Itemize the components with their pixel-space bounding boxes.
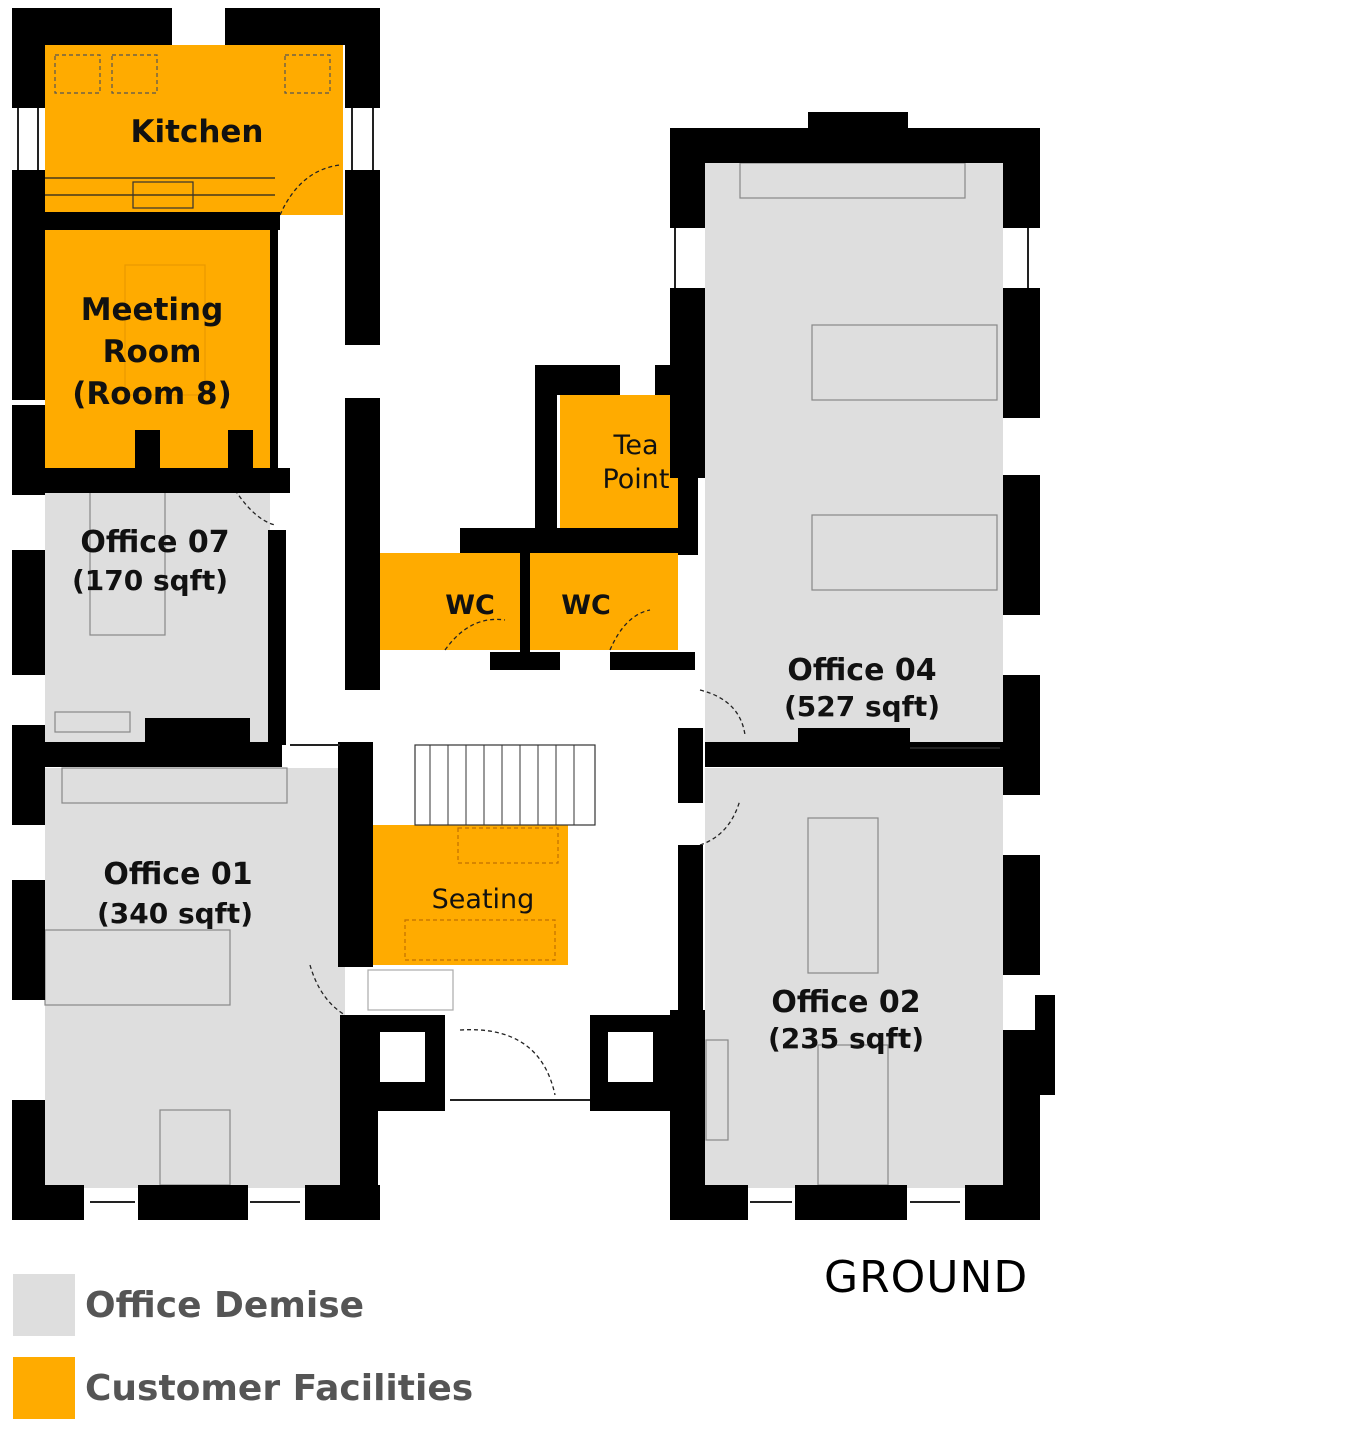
office-04-area-label: (527 sqft) bbox=[784, 690, 940, 723]
tea-point-label-line1: Tea bbox=[612, 430, 658, 461]
office-07-area[interactable] bbox=[45, 493, 270, 743]
kitchen-label: Kitchen bbox=[130, 114, 263, 150]
office-04-area[interactable] bbox=[705, 163, 1003, 743]
wc-right-label: WC bbox=[561, 590, 611, 621]
windows bbox=[17, 108, 1029, 1203]
office-01-area[interactable] bbox=[45, 768, 345, 1188]
office-demise-areas bbox=[45, 163, 1003, 1188]
tea-point-label-line2: Point bbox=[602, 464, 669, 495]
office-02-name: Office 02 bbox=[771, 985, 920, 1020]
office-02-area[interactable] bbox=[705, 768, 1003, 1188]
customer-facilities-areas bbox=[45, 45, 690, 965]
meeting-room-label-line2: Room bbox=[103, 334, 202, 370]
office-01-area-label: (340 sqft) bbox=[97, 897, 253, 930]
meeting-room-label-line3: (Room 8) bbox=[72, 376, 231, 412]
stair-treads bbox=[429, 745, 575, 825]
wc-right-area[interactable] bbox=[530, 553, 678, 650]
office-01-name: Office 01 bbox=[103, 857, 252, 892]
legend-customer-facilities: Customer Facilities bbox=[13, 1357, 473, 1419]
legend-label-office-demise: Office Demise bbox=[85, 1284, 365, 1326]
tea-point-area[interactable] bbox=[560, 395, 690, 530]
wc-left-label: WC bbox=[445, 590, 495, 621]
legend-swatch-customer-facilities bbox=[13, 1357, 75, 1419]
office-04-name: Office 04 bbox=[787, 653, 936, 688]
office-07-area-label: (170 sqft) bbox=[72, 564, 228, 597]
wc-left-area[interactable] bbox=[373, 553, 521, 650]
floor-title: GROUND bbox=[824, 1252, 1029, 1303]
legend-label-customer-facilities: Customer Facilities bbox=[85, 1367, 474, 1409]
walls bbox=[12, 8, 1055, 1220]
legend-office-demise: Office Demise bbox=[13, 1274, 364, 1336]
office-07-name: Office 07 bbox=[80, 525, 229, 560]
meeting-room-label-line1: Meeting bbox=[81, 292, 224, 328]
seating-label: Seating bbox=[432, 884, 535, 915]
kitchen-area[interactable] bbox=[45, 45, 343, 215]
office-02-area-label: (235 sqft) bbox=[768, 1022, 924, 1055]
door-swings bbox=[234, 164, 746, 1096]
legend-swatch-office-demise bbox=[13, 1274, 75, 1336]
